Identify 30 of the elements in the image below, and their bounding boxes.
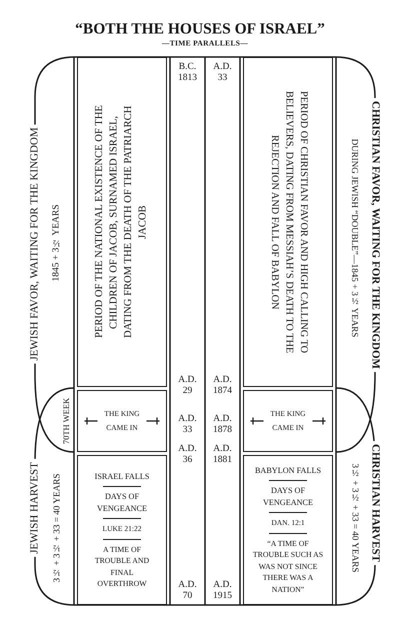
period-text: PERIOD OF CHRISTIAN FAVOR AND HIGH CALLING TO BELIEVERS, DATING FROM MESSIAH’S DEATH TO THE REJECTION AND FALL OF BABYLON xyxy=(268,90,310,355)
period-panel xyxy=(77,57,167,387)
week-label: 70TH WEEK xyxy=(62,398,72,444)
duration-label: 3½ + 3½ + 33 = 40 YEARS xyxy=(52,474,62,582)
event-panel xyxy=(77,390,167,452)
date-label: B.C. 1813 xyxy=(177,62,198,84)
heading-text: BABYLON FALLS xyxy=(254,464,322,476)
chart-title: “BOTH THE HOUSES OF ISRAEL” xyxy=(75,20,325,38)
date-label: A.D. 1881 xyxy=(212,444,233,466)
outcome-panel xyxy=(243,455,333,605)
duration-label: 1845 + 3½ YEARS xyxy=(52,204,62,282)
date-label: A.D. 1874 xyxy=(212,375,233,397)
date-label: A.D. 33 xyxy=(212,62,233,84)
body-text: DAYS OF VENGEANCE xyxy=(96,491,148,514)
date-label: A.D. 29 xyxy=(177,375,198,397)
heading-text: ISRAEL FALLS xyxy=(94,470,150,482)
date-label: A.D. 70 xyxy=(177,580,198,602)
bracket-label: CHRISTIAN FAVOR, WAITING FOR THE KINGDOM xyxy=(368,98,382,372)
bracket-label: JEWISH FAVOR, WAITING FOR THE KINGDOM xyxy=(28,124,42,364)
duration-label: 3½ + 3½ + 33 = 40 YEARS xyxy=(350,464,360,572)
event-panel xyxy=(243,390,333,452)
duration-label: DURING JEWISH “DOUBLE”—1845 + 3½ YEARS xyxy=(350,138,360,338)
date-label: A.D. 1878 xyxy=(212,414,233,436)
outcome-panel xyxy=(77,455,167,605)
period-text: PERIOD OF THE NATIONAL EXISTENCE OF THE CHILDREN OF JACOB, SURNAMED ISRAEL, DATING FROM THE DEATH OF THE PATRIARCH JACOB xyxy=(93,104,150,340)
date-label: A.D. 33 xyxy=(177,414,198,436)
date-label: A.D. 1915 xyxy=(212,580,233,602)
date-label: A.D. 36 xyxy=(177,444,198,466)
body-text: DAYS OF VENGEANCE xyxy=(262,485,314,508)
period-panel xyxy=(243,57,333,387)
